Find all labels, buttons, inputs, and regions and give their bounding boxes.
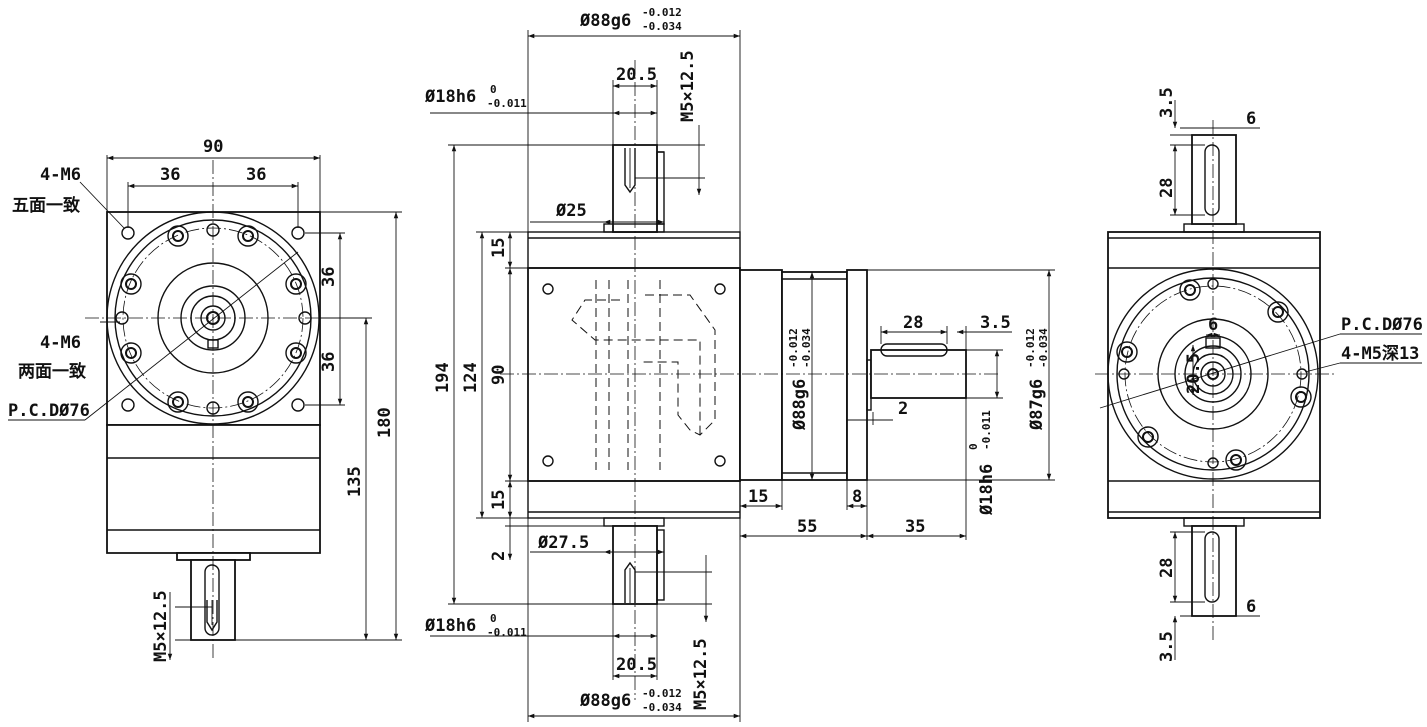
- right-dim-bottom-off: 3.5: [1157, 631, 1177, 662]
- right-view: 3.5 6 28 28 6 3.5 6 20.5 P.C.DØ76 4-M5深1…: [1095, 87, 1423, 662]
- center-dim-bottom-dia: Ø88g6: [579, 691, 631, 711]
- left-dim-height-body: 135: [345, 466, 365, 497]
- left-bolt-holes: [115, 223, 312, 415]
- right-dim-top-key-w: 6: [1246, 109, 1256, 129]
- center-dim-pilot-tol-lower: -0.034: [1037, 328, 1050, 368]
- center-dim-bottom-shaft-tol-upper: 0: [490, 612, 497, 625]
- center-dim-out-shaft-tol-upper: 0: [967, 443, 980, 450]
- center-dim-top-shaft-tol-upper: 0: [490, 83, 497, 96]
- center-dim-top-dia-tol-upper: -0.012: [642, 6, 682, 19]
- center-dim-bottom-boss: Ø27.5: [537, 533, 589, 553]
- center-dim-top-dia-tol-lower: -0.034: [642, 20, 682, 33]
- left-label-holes-side-note: 两面一致: [18, 361, 87, 382]
- center-dim-bottom-thread: M5×12.5: [691, 638, 711, 710]
- center-dim-8: 8: [852, 487, 862, 507]
- center-dim-top-boss: Ø25: [555, 201, 587, 221]
- center-dim-bottom-dia-tol-lower: -0.034: [642, 701, 682, 714]
- center-dim-pilot-dia: Ø87g6: [1027, 379, 1047, 431]
- center-dim-top-shaft: Ø18h6: [424, 87, 476, 107]
- left-label-pcd: P.C.DØ76: [8, 401, 90, 421]
- center-dim-flange-dia: Ø88g6: [790, 379, 810, 431]
- center-dim-top-key: 20.5: [616, 65, 657, 85]
- center-dim-shoulder: 2: [898, 399, 908, 419]
- left-label-holes-top-note: 五面一致: [12, 195, 81, 216]
- center-view: Ø88g6 -0.012 -0.034 20.5 M5×12.5 Ø18h6 0…: [424, 6, 1055, 722]
- right-label-holes: 4-M5深13: [1341, 343, 1419, 364]
- center-housing: [527, 267, 741, 482]
- center-dim-15: 15: [748, 487, 768, 507]
- left-dim-half-right: 36: [246, 165, 266, 185]
- left-dim-side-top: 36: [319, 267, 339, 287]
- center-dim-35: 35: [905, 517, 925, 537]
- center-dim-55: 55: [797, 517, 817, 537]
- center-dim-left-15-bottom: 15: [489, 490, 509, 510]
- left-bottom-hub: [176, 552, 251, 561]
- center-adapter: [739, 269, 783, 481]
- right-top-shaft: [1191, 134, 1237, 225]
- center-dim-top-dia: Ø88g6: [579, 11, 631, 31]
- left-view: 90 36 36 36 36 180 135 4-M6 五面一致 4-M6 两面…: [8, 137, 402, 662]
- center-dim-left-2: 2: [489, 551, 509, 561]
- left-dim-side-bottom: 36: [319, 352, 339, 372]
- center-flange: [846, 269, 868, 481]
- right-dim-key-width: 6: [1208, 315, 1218, 335]
- center-dim-top-shaft-tol-lower: -0.011: [487, 97, 527, 110]
- center-dim-bottom-key: 20.5: [616, 655, 657, 675]
- right-dim-bottom-key-w: 6: [1246, 597, 1256, 617]
- right-label-pcd: P.C.DØ76: [1341, 315, 1423, 335]
- center-dim-left-15-top: 15: [489, 238, 509, 258]
- right-dim-bottom-key-len: 28: [1157, 558, 1177, 578]
- center-dim-out-shaft-tol-lower: -0.011: [980, 410, 993, 450]
- center-dim-out-shaft: Ø18h6: [977, 464, 997, 516]
- center-dim-key-off: 3.5: [980, 313, 1011, 333]
- left-label-holes-top: 4-M6: [40, 165, 81, 185]
- right-dim-key-height: 20.5: [1184, 353, 1204, 394]
- center-dim-bottom-dia-tol-upper: -0.012: [642, 687, 682, 700]
- center-adapter-body: [781, 271, 848, 481]
- left-motor-flange: [106, 424, 321, 554]
- center-dim-left-90: 90: [489, 365, 509, 385]
- left-label-holes-side: 4-M6: [40, 333, 81, 353]
- center-dim-bottom-shaft: Ø18h6: [424, 616, 476, 636]
- center-dim-flange-dia-tol-upper: -0.012: [787, 328, 800, 368]
- center-dim-flange-dia-tol-lower: -0.034: [800, 328, 813, 368]
- left-dim-width: 90: [203, 137, 223, 157]
- center-dim-pilot-tol-upper: -0.012: [1024, 328, 1037, 368]
- right-housing: [1107, 231, 1321, 519]
- right-dim-top-key-len: 28: [1157, 178, 1177, 198]
- right-bottom-shaft: [1191, 525, 1237, 617]
- center-dim-left-194: 194: [433, 362, 453, 393]
- left-dim-height-total: 180: [375, 407, 395, 438]
- right-dim-top-off: 3.5: [1157, 87, 1177, 118]
- left-label-shaft-thread: M5×12.5: [151, 590, 171, 662]
- center-dim-left-124: 124: [461, 362, 481, 393]
- center-dim-bottom-shaft-tol-lower: -0.011: [487, 626, 527, 639]
- center-dim-top-thread: M5×12.5: [678, 50, 698, 122]
- center-dim-key-len: 28: [903, 313, 923, 333]
- left-dim-half-left: 36: [160, 165, 180, 185]
